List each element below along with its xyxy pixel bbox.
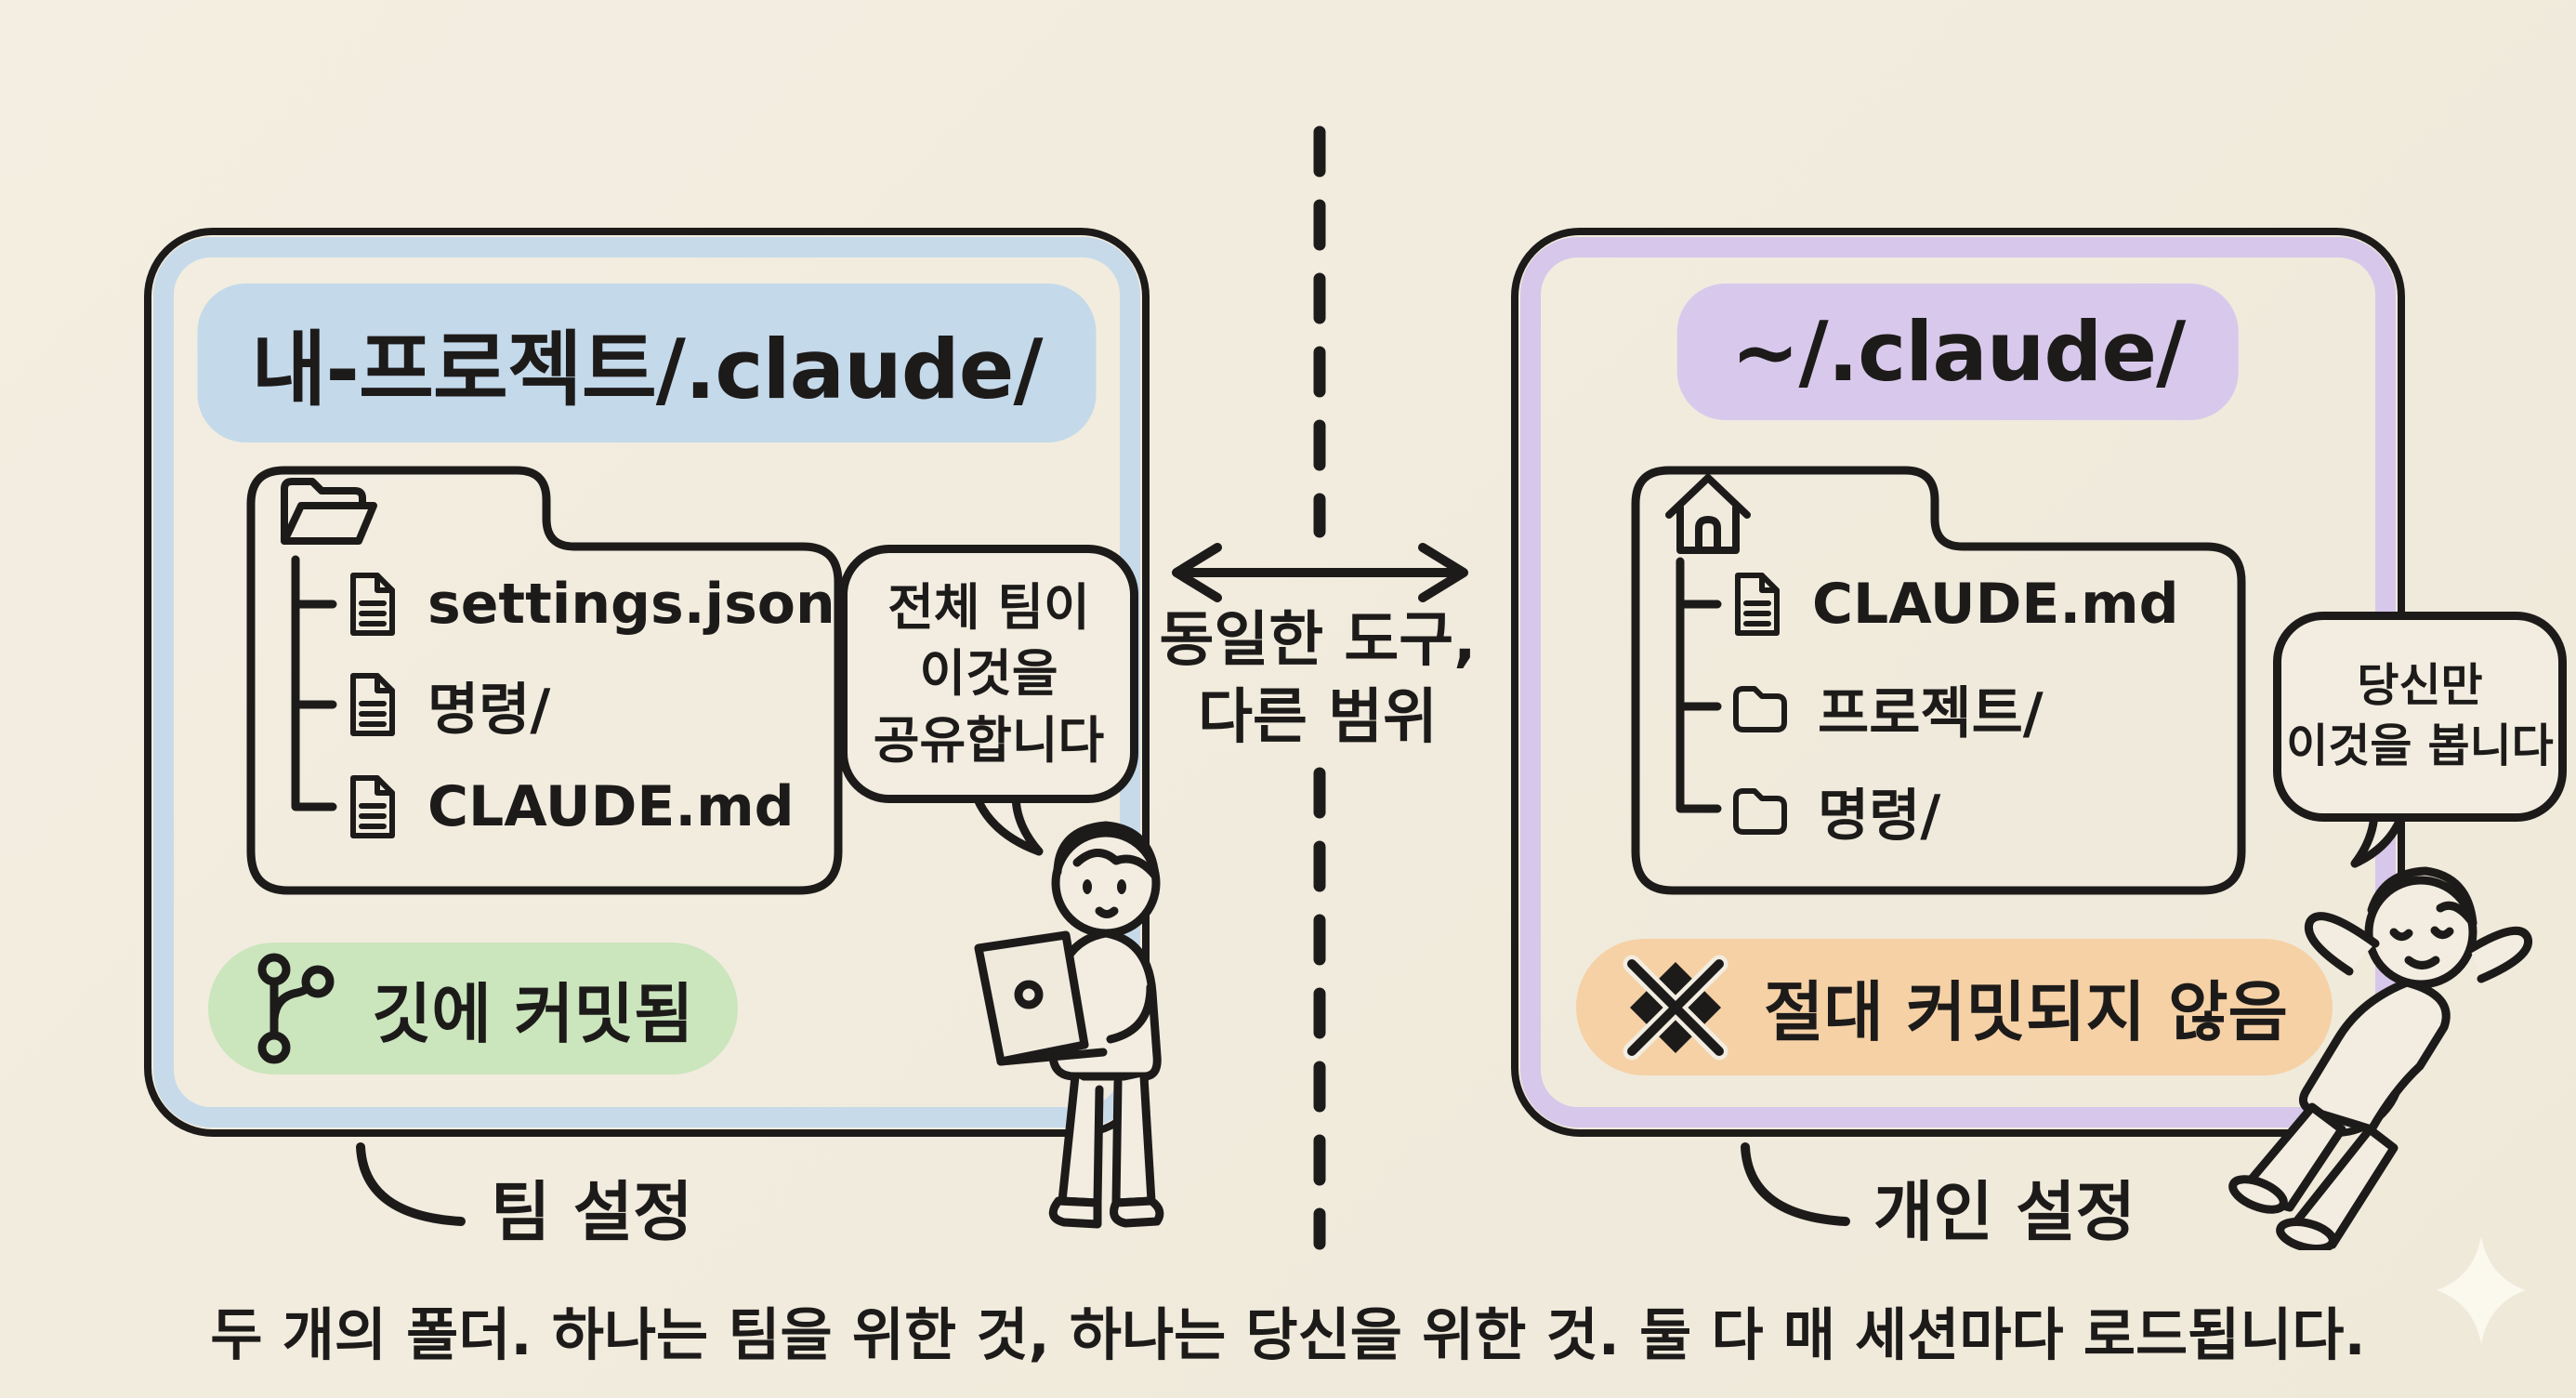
both-directions-arrow-icon — [1172, 543, 1468, 602]
tree-item-label: 명령/ — [1818, 783, 1941, 849]
folder-icon — [1733, 788, 1787, 835]
git-branch-icon — [257, 953, 335, 1064]
file-icon — [350, 775, 395, 838]
sparkle-icon — [2437, 1236, 2526, 1344]
folder-card-outline — [246, 466, 843, 895]
team-settings-label: 팀 설정 — [491, 1174, 693, 1250]
person-with-laptop-illustration — [974, 821, 1164, 1229]
file-icon — [350, 573, 395, 636]
home-folder-card: CLAUDE.md 프로젝트/ 명령/ — [1628, 463, 2249, 898]
team-settings-panel: 내-프로젝트/.claude/ — [144, 228, 1150, 1137]
personal-speech-bubble: 당신만 이것을 봅니다 — [2273, 612, 2567, 822]
team-panel-title: 내-프로젝트/.claude/ — [197, 284, 1097, 442]
committed-to-git-badge: 깃에 커밋됨 — [208, 943, 739, 1075]
file-icon — [1735, 573, 1780, 636]
tree-item-label: CLAUDE.md — [427, 774, 795, 839]
bubble-line: 당신만 — [2357, 659, 2483, 713]
tree-row: 명령/ — [344, 666, 550, 744]
personal-label-connector — [1741, 1142, 1850, 1226]
tree-row: CLAUDE.md — [1728, 565, 2179, 643]
center-caption-line1: 동일한 도구, — [1159, 606, 1477, 675]
folder-card-outline — [1631, 466, 2246, 895]
dashed-divider — [1313, 125, 1326, 1250]
never-committed-badge: 절대 커밋되지 않음 — [1576, 939, 2333, 1075]
team-speech-bubble: 전체 팀이 이것을 공유합니다 — [839, 545, 1138, 803]
badge-label: 깃에 커밋됨 — [372, 975, 694, 1052]
home-icon — [1665, 474, 1751, 554]
tree-item-label: 명령/ — [427, 677, 551, 743]
file-icon — [350, 673, 395, 736]
bubble-line: 이것을 봅니다 — [2286, 719, 2554, 772]
center-caption-line2: 다른 범위 — [1198, 683, 1438, 753]
open-folder-icon — [281, 478, 377, 545]
bubble-line: 공유합니다 — [873, 710, 1105, 770]
no-commit-icon — [1623, 955, 1728, 1060]
relaxing-person-illustration — [2228, 866, 2533, 1250]
tree-row: 프로젝트/ — [1728, 669, 2044, 747]
tree-item-label: 프로젝트/ — [1818, 680, 2044, 746]
center-caption: 동일한 도구, 다른 범위 — [1160, 602, 1477, 757]
tree-item-label: settings.json — [427, 572, 835, 637]
bubble-line: 전체 팀이 — [887, 578, 1090, 638]
badge-label: 절대 커밋되지 않음 — [1764, 974, 2288, 1050]
tree-row: 명령/ — [1728, 772, 1940, 850]
team-label-connector — [356, 1142, 466, 1226]
project-folder-card: settings.json 명령/ CLAUDE.md — [243, 463, 846, 898]
folder-icon — [1733, 686, 1787, 732]
bottom-caption: 두 개의 폴더. 하나는 팀을 위한 것, 하나는 당신을 위한 것. 둘 다 … — [210, 1302, 2366, 1368]
personal-panel-title: ~/.claude/ — [1676, 284, 2240, 420]
personal-settings-label: 개인 설정 — [1873, 1174, 2136, 1250]
tree-item-label: CLAUDE.md — [1812, 572, 2179, 637]
tree-row: settings.json — [344, 565, 835, 643]
tree-row: CLAUDE.md — [344, 768, 795, 846]
bubble-line: 이것을 — [919, 644, 1058, 704]
